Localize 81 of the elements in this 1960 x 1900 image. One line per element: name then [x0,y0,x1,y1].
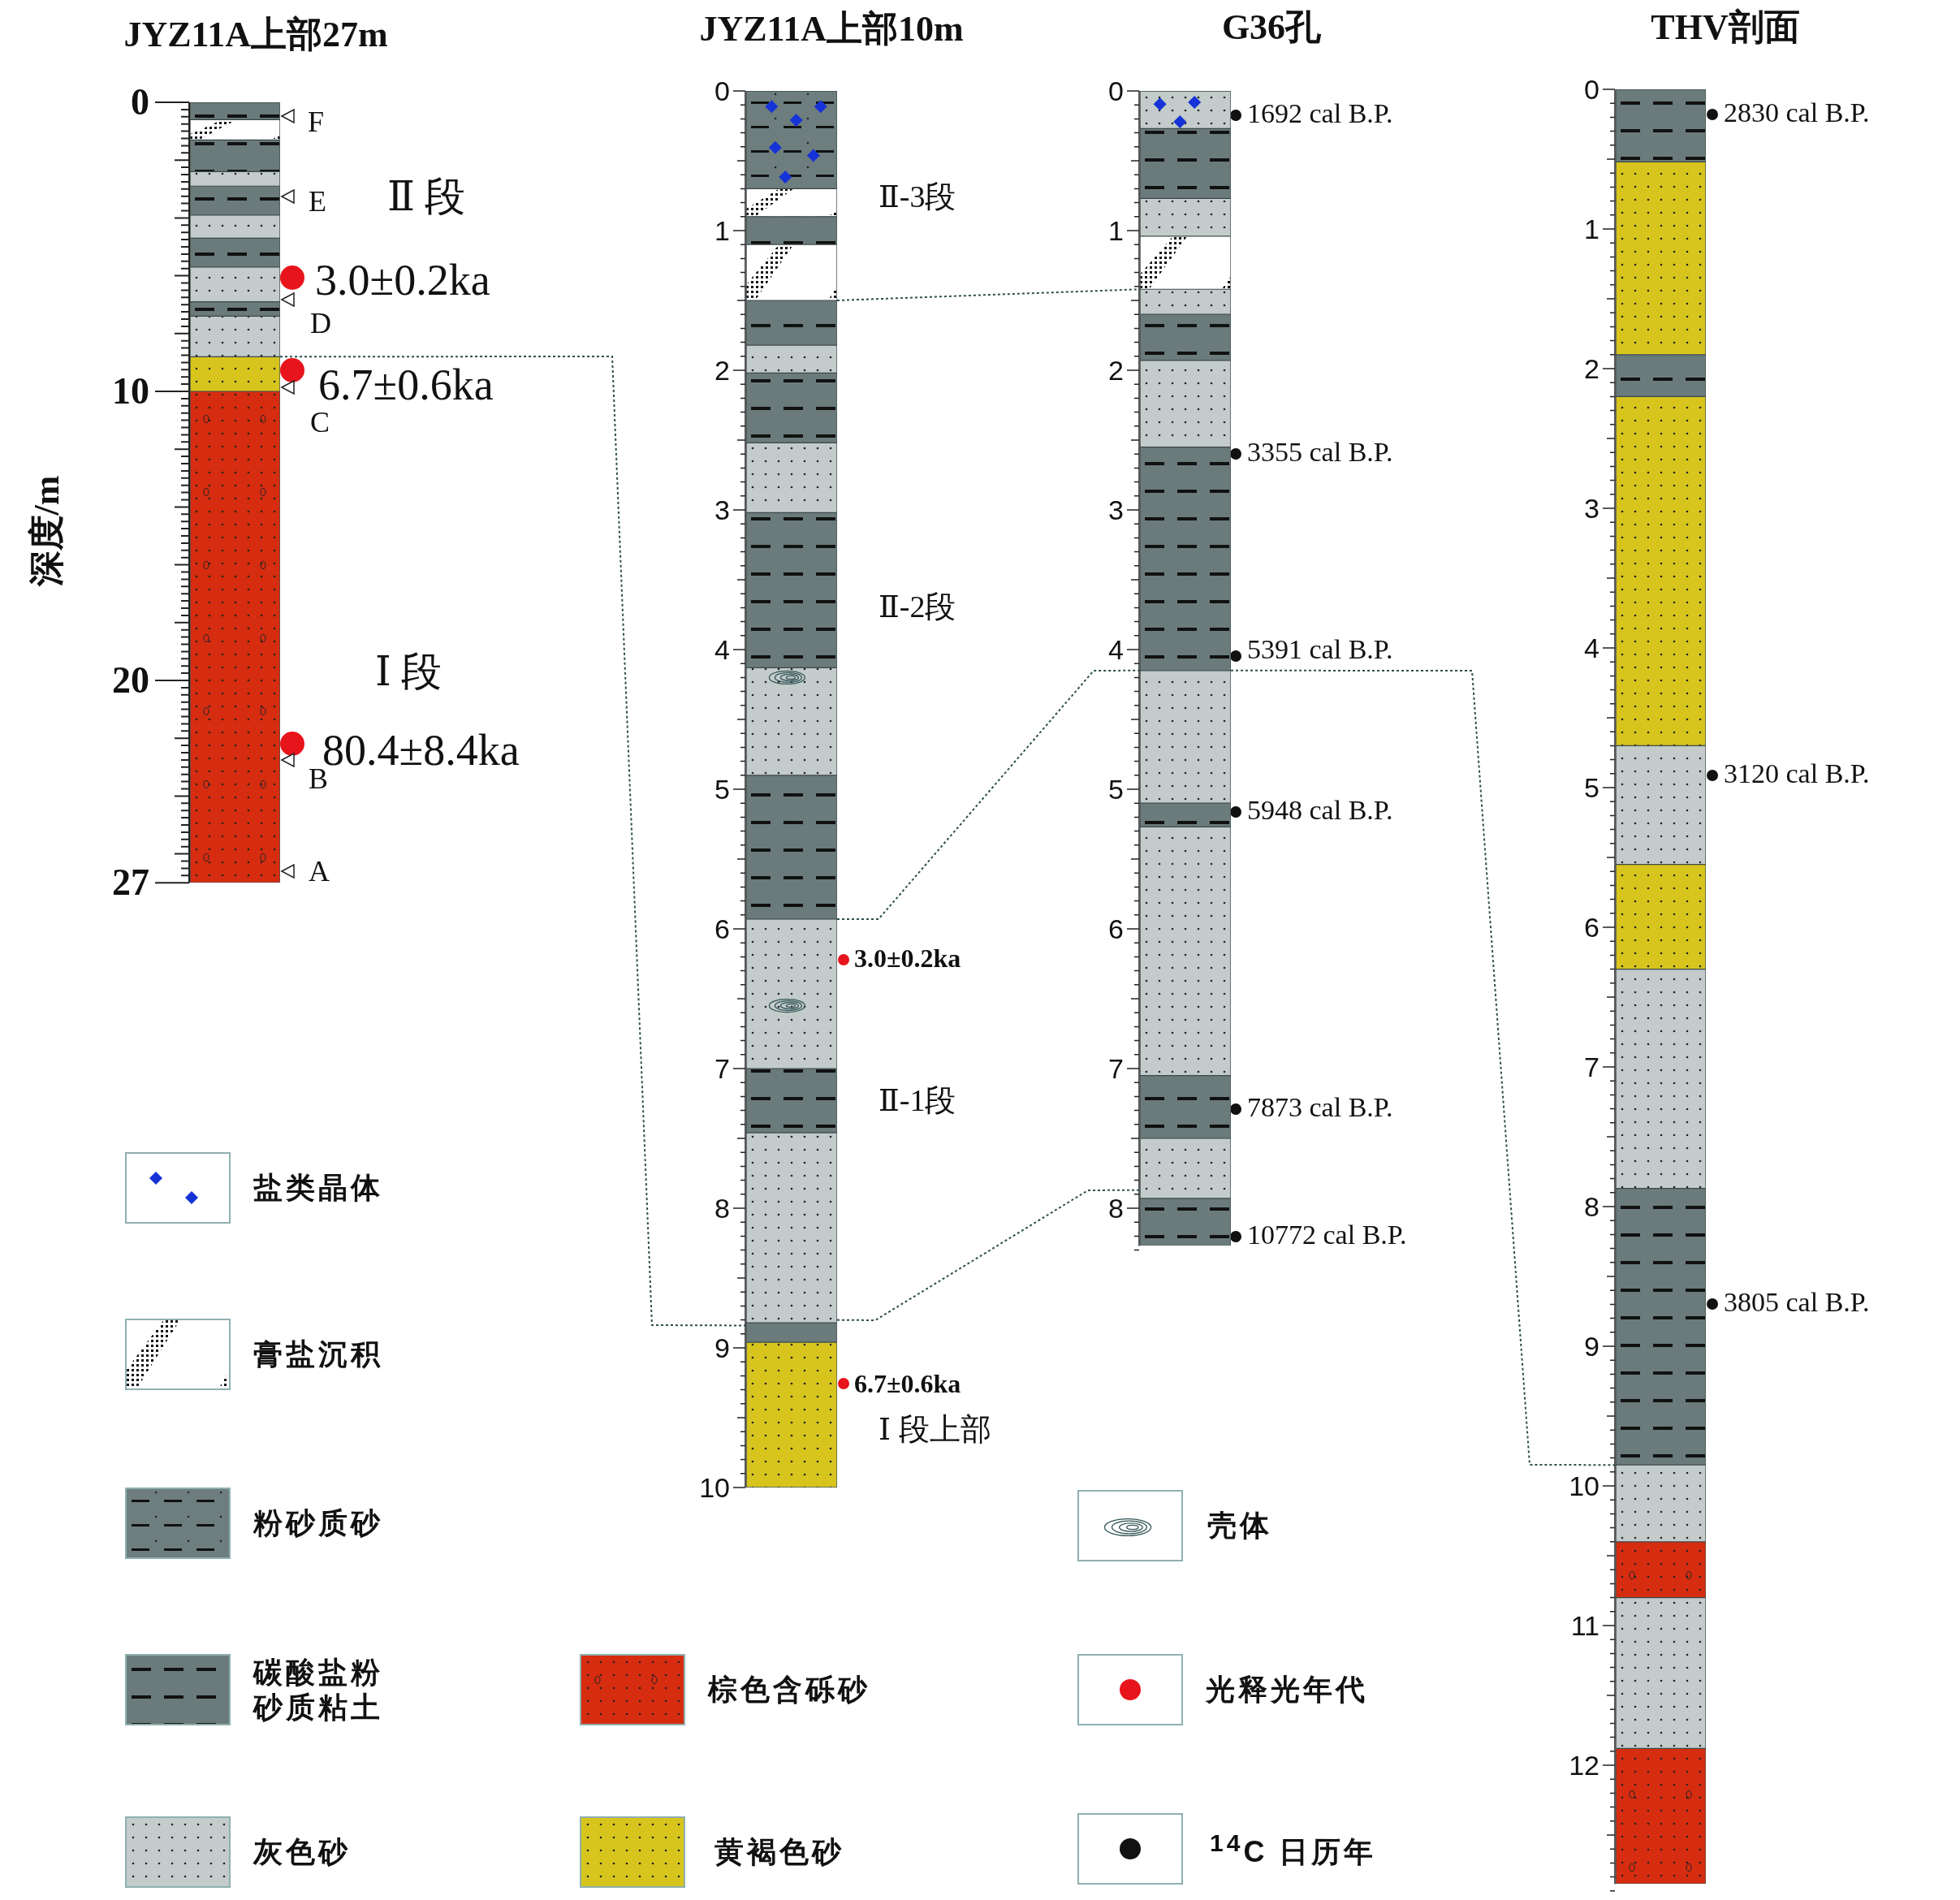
unit-label: Ⅱ-1段 [879,1085,956,1116]
legend-label: 盐类晶体 [253,1173,383,1203]
depth-tick-label: 27 [112,864,149,902]
depth-tick-label: 3 [1108,496,1124,524]
age-label: 10772 cal B.P. [1247,1221,1407,1249]
sample-letter: D [310,309,331,338]
depth-tick-label: 5 [1108,775,1124,803]
unit-label: Ⅱ 段 [387,176,466,217]
depth-tick-label: 6 [1108,915,1124,943]
age-label: 3.0±0.2ka [854,945,961,971]
column-title: JYZ11A上部10m [699,11,964,47]
legend-label: 光释光年代 [1206,1675,1368,1704]
depth-tick-label: 4 [714,636,730,663]
depth-tick-label: 1 [1584,215,1600,243]
depth-tick-label: 4 [1584,634,1600,662]
age-label: 3355 cal B.P. [1247,438,1393,466]
correlation-line [1230,669,1617,1466]
depth-tick-label: 0 [714,77,730,105]
depth-tick-label: 6 [1584,913,1600,941]
legend-label: 棕色含砾砂 [708,1675,870,1704]
depth-tick-label: 12 [1569,1751,1600,1779]
correlation-line [836,1189,1141,1321]
depth-tick-label: 10 [699,1474,730,1501]
axis-title: 深度/m [29,475,65,587]
unit-label: Ⅰ 段 [375,651,443,692]
depth-tick-label: 5 [714,775,730,803]
age-label: 1692 cal B.P. [1247,100,1393,127]
depth-tick-label: 3 [1584,494,1600,522]
depth-tick-label: 6 [714,915,730,943]
depth-tick-label: 8 [714,1194,730,1222]
depth-tick-label: 7 [1108,1055,1124,1082]
depth-tick-label: 0 [1108,77,1124,105]
age-label: 2830 cal B.P. [1724,99,1870,127]
column-title: G36孔 [1221,10,1322,45]
depth-tick-label: 2 [1108,356,1124,384]
legend-label: 黄褐色砂 [714,1837,844,1867]
depth-tick-label: 7 [1584,1053,1600,1081]
depth-tick-label: 10 [1569,1472,1600,1500]
legend-label: 壳体 [1207,1511,1272,1540]
age-label: 7873 cal B.P. [1247,1094,1393,1121]
legend-label: 膏盐沉积 [253,1340,383,1369]
depth-tick-label: 2 [1584,355,1600,382]
legend-label: 灰色砂 [253,1837,351,1867]
depth-tick-label: 4 [1108,636,1124,663]
sample-letter: A [309,857,330,886]
legend-label: 粉砂质砂 [253,1509,383,1538]
unit-label: Ⅱ-2段 [879,591,956,622]
depth-tick-label: 9 [1584,1332,1600,1360]
depth-tick-label: 1 [714,217,730,244]
unit-label: Ⅰ 段上部 [879,1414,991,1444]
depth-tick-label: 20 [112,662,149,699]
depth-tick-label: 7 [714,1055,730,1082]
depth-tick-label: 8 [1584,1193,1600,1220]
depth-tick-label: 5 [1584,774,1600,801]
legend-label: 碳酸盐粉砂质粘土 [253,1654,384,1725]
depth-tick-label: 11 [1570,1612,1600,1639]
age-label: 6.7±0.6ka [318,363,494,407]
depth-tick-label: 0 [131,84,149,121]
depth-tick-label: 1 [1108,217,1124,244]
age-label: 5391 cal B.P. [1247,636,1393,663]
age-label: 3805 cal B.P. [1724,1289,1870,1316]
depth-tick-label: 9 [714,1334,730,1362]
age-label: 5948 cal B.P. [1247,797,1393,824]
sample-letter: E [309,187,326,216]
depth-tick-label: 0 [1584,76,1600,103]
sample-letter: C [310,408,330,437]
unit-label: Ⅱ-3段 [879,181,956,212]
correlation-line [836,669,1141,920]
correlation-line [279,356,747,1327]
age-label: 3120 cal B.P. [1724,760,1870,788]
depth-tick-label: 3 [714,496,730,524]
legend-label: $^{14}$C 日历年 [1210,1831,1377,1867]
column-title: THV剖面 [1651,10,1800,45]
depth-tick-label: 2 [714,356,730,384]
depth-tick-label: 8 [1108,1194,1124,1222]
age-label: 6.7±0.6ka [854,1371,961,1397]
age-label: 3.0±0.2ka [315,258,490,302]
correlation-line [836,288,1141,301]
sample-letter: F [308,107,325,136]
column-title: JYZ11A上部27m [123,17,388,53]
depth-tick-label: 10 [112,373,149,410]
